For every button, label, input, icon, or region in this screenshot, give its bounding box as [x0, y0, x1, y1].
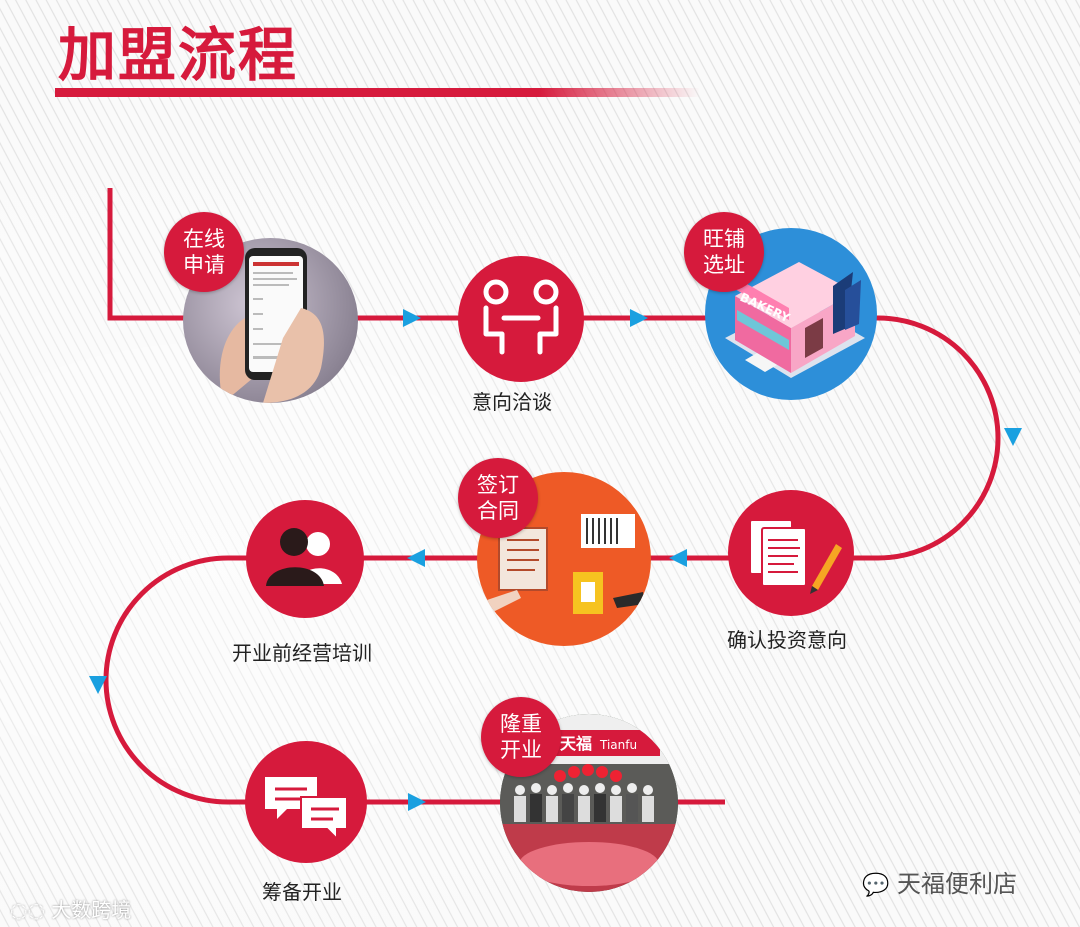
watermark-left-text: 大数跨境	[51, 898, 131, 922]
label-negotiation: 意向洽谈	[472, 386, 552, 415]
watermark-left: ◌◌ 大数跨境	[10, 894, 131, 923]
people-icon	[246, 500, 364, 618]
wechat-icon: 💬	[862, 873, 889, 898]
step-negotiation-circle	[458, 256, 584, 382]
step-confirm-intent-circle	[728, 490, 854, 616]
watermark-right: 💬 天福便利店	[862, 864, 1017, 899]
tag-online-apply: 在线申请	[164, 212, 244, 292]
banner-cn-text: 天福	[560, 734, 592, 753]
step-prepare-circle	[245, 741, 367, 863]
banner-en-text: Tianfu	[599, 738, 637, 752]
arrow-down-1	[1004, 428, 1022, 446]
label-training: 开业前经营培训	[232, 637, 372, 666]
arrow-right-1	[403, 309, 421, 327]
tag-site-selection: 旺铺选址	[684, 212, 764, 292]
arrow-right-2	[630, 309, 648, 327]
tag-grand-opening: 隆重开业	[481, 697, 561, 777]
watermark-right-text: 天福便利店	[897, 870, 1017, 898]
weibo-logo-icon: ◌◌	[10, 898, 51, 922]
negotiation-icon	[458, 256, 584, 382]
arrow-left-2	[407, 549, 425, 567]
label-prepare: 筹备开业	[262, 876, 342, 905]
arrow-right-3	[408, 793, 426, 811]
chat-bubbles-icon	[245, 741, 367, 863]
label-confirm-intent: 确认投资意向	[727, 624, 847, 653]
tag-sign-contract: 签订合同	[458, 458, 538, 538]
arrow-left-1	[669, 549, 687, 567]
step-training-circle	[246, 500, 364, 618]
documents-pen-icon	[728, 490, 854, 616]
